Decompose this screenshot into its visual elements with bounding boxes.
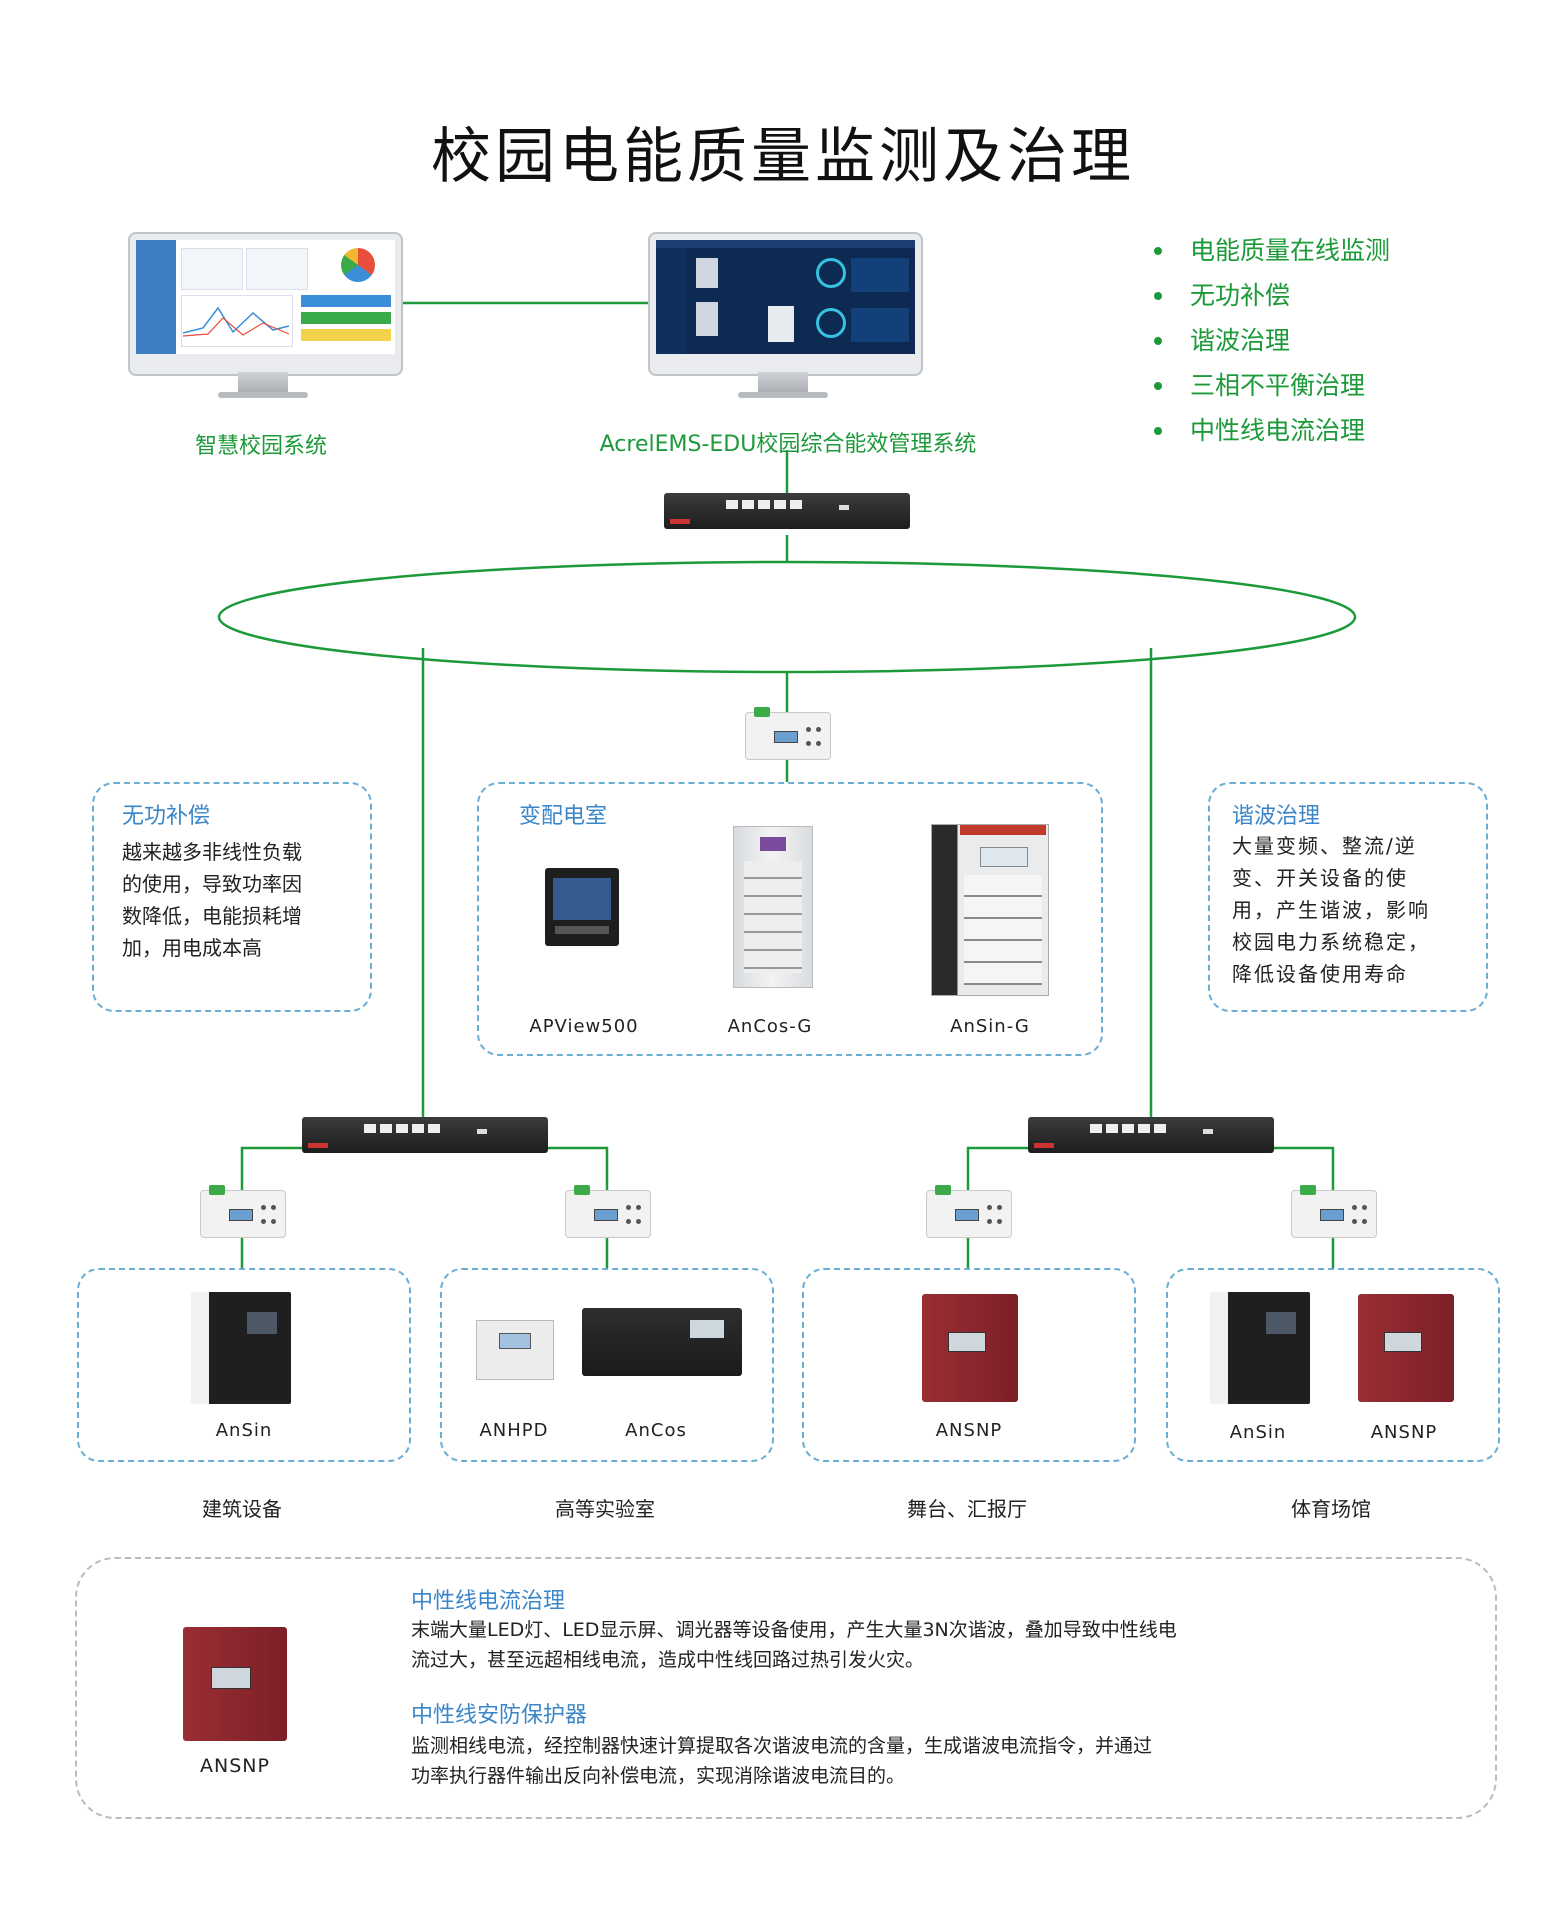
- ancos-g-cabinet: [733, 826, 813, 988]
- top-gateway: [664, 493, 910, 529]
- left-gateway: [302, 1117, 548, 1153]
- group-building-box: AnSin: [77, 1268, 411, 1462]
- right-branch-2: [1255, 1146, 1335, 1190]
- ansin-g-cabinet: [931, 824, 1049, 996]
- harmonic-text: 大量变频、整流/逆 变、开关设备的使 用，产生谐波，影响 校园电力系统稳定， 降…: [1232, 834, 1430, 986]
- neutral-section2-title: 中性线安防保护器: [411, 1703, 588, 1728]
- meter-building: [200, 1185, 286, 1238]
- group-gym-box: AnSin ANSNP: [1166, 1268, 1500, 1462]
- device-label-ansin: AnSin: [215, 1420, 273, 1441]
- reactive-title: 无功补偿: [122, 804, 211, 829]
- anhpd-device: [476, 1320, 554, 1380]
- dashboard-screen: [136, 240, 395, 354]
- left-branch-1: [240, 1146, 316, 1190]
- right-gateway: [1028, 1117, 1274, 1153]
- neutral-current-box: ANSNP 中性线电流治理 末端大量LED灯、LED显示屏、调光器等设备使用，产…: [75, 1557, 1497, 1819]
- acrelems-monitor: [648, 232, 923, 402]
- device-label-ansnp: ANSNP: [200, 1755, 270, 1777]
- reactive-compensation-box: 无功补偿 越来越多非线性负载 的使用，导致功率因 数降低，电能损耗增 加，用电成…: [92, 782, 372, 1012]
- left-branch-2: [530, 1146, 609, 1190]
- smart-campus-monitor: [128, 232, 403, 402]
- neutral-section1-title: 中性线电流治理: [411, 1589, 566, 1614]
- substation-meter: [745, 707, 831, 760]
- feature-item: 无功补偿: [1150, 273, 1390, 318]
- feature-item: 谐波治理: [1150, 318, 1390, 363]
- acrelems-label: AcrelEMS-EDU校园综合能效管理系统: [599, 432, 977, 457]
- harmonic-title: 谐波治理: [1232, 804, 1321, 829]
- substation-box: 变配电室 APView500 AnCos-G AnSin-G: [477, 782, 1103, 1056]
- harmonic-box: 谐波治理 大量变频、整流/逆 变、开关设备的使 用，产生谐波，影响 校园电力系统…: [1208, 782, 1488, 1012]
- device-label-ancos: AnCos: [625, 1420, 687, 1441]
- ansnp-device: [922, 1294, 1018, 1402]
- device-label-ancos-g: AnCos-G: [727, 1016, 813, 1037]
- ansnp-device: [183, 1627, 287, 1741]
- ansin-device: [191, 1292, 291, 1404]
- meter-gym: [1291, 1185, 1377, 1238]
- group-label-lab: 高等实验室: [555, 1497, 655, 1521]
- substation-title: 变配电室: [519, 804, 608, 829]
- smart-campus-label: 智慧校园系统: [194, 434, 327, 459]
- neutral-section1-text: 末端大量LED灯、LED显示屏、调光器等设备使用，产生大量3N次谐波，叠加导致中…: [411, 1619, 1177, 1671]
- device-label-apview500: APView500: [529, 1016, 639, 1037]
- ansin-device: [1210, 1292, 1310, 1404]
- right-branch-1: [966, 1146, 1042, 1190]
- reactive-text: 越来越多非线性负载 的使用，导致功率因 数降低，电能损耗增 加，用电成本高: [122, 840, 302, 960]
- feature-list: 电能质量在线监测 无功补偿 谐波治理 三相不平衡治理 中性线电流治理: [1150, 228, 1390, 453]
- group-stage-box: ANSNP: [802, 1268, 1136, 1462]
- ring-network: [217, 560, 1357, 674]
- meter-lab: [565, 1185, 651, 1238]
- ems-screen: [656, 240, 915, 354]
- page-title: 校园电能质量监测及治理: [431, 122, 1135, 192]
- device-label-ansnp: ANSNP: [935, 1420, 1003, 1441]
- group-label-gym: 体育场馆: [1291, 1497, 1371, 1521]
- device-label-ansin: AnSin: [1229, 1422, 1287, 1443]
- feature-item: 电能质量在线监测: [1150, 228, 1390, 273]
- device-label-ansnp: ANSNP: [1370, 1422, 1438, 1443]
- feature-item: 三相不平衡治理: [1150, 363, 1390, 408]
- feature-item: 中性线电流治理: [1150, 408, 1390, 453]
- ansnp-device: [1358, 1294, 1454, 1402]
- group-lab-box: ANHPD AnCos: [440, 1268, 774, 1462]
- device-label-anhpd: ANHPD: [479, 1420, 549, 1441]
- device-label-ansin-g: AnSin-G: [950, 1016, 1030, 1037]
- apview500-device: [545, 868, 619, 946]
- group-label-building: 建筑设备: [202, 1497, 282, 1521]
- group-label-stage: 舞台、汇报厅: [907, 1497, 1027, 1521]
- neutral-section2-text: 监测相线电流，经控制器快速计算提取各次谐波电流的含量，生成谐波电流指令，并通过 …: [411, 1735, 1153, 1787]
- ancos-device: [582, 1308, 742, 1376]
- meter-stage: [926, 1185, 1012, 1238]
